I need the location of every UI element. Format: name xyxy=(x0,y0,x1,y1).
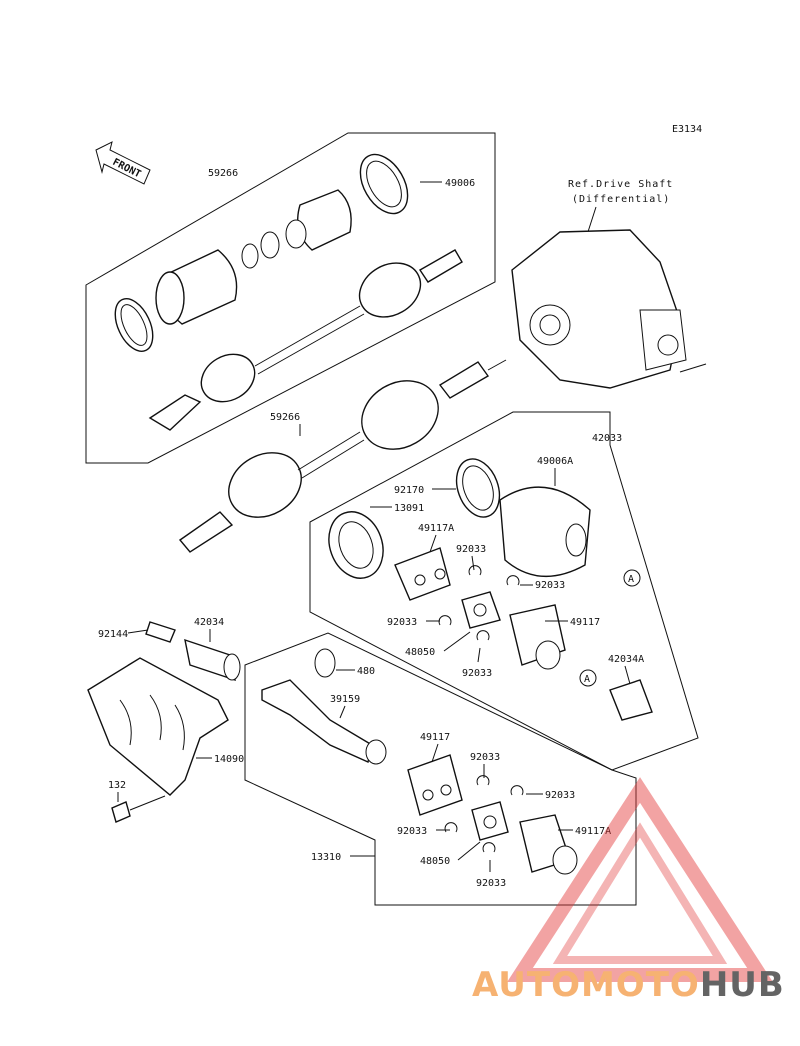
label-92033-f: 92033 xyxy=(545,790,575,801)
watermark-text-1: AUTOMOTO xyxy=(472,965,700,1005)
part-labels: 59266 49006 59266 42033 49006A 92170 130… xyxy=(98,168,644,889)
kit-frame-13310 xyxy=(244,632,637,906)
watermark-logo: AUTOMOTOHUB xyxy=(472,777,785,1005)
label-132: 132 xyxy=(108,780,126,791)
ref-line1: Ref.Drive Shaft xyxy=(568,179,673,190)
label-49006A: 49006A xyxy=(537,456,573,467)
label-42034A: 42034A xyxy=(608,654,644,665)
label-92170: 92170 xyxy=(394,485,424,496)
label-39159: 39159 xyxy=(330,694,360,705)
kit-frame-42033 xyxy=(309,411,699,771)
diagram-code: E3134 xyxy=(672,124,702,135)
label-49117-top: 49117 xyxy=(570,617,600,628)
label-48050-bot: 48050 xyxy=(420,856,450,867)
front-arrow-icon: FRONT xyxy=(95,141,151,185)
label-92033-d: 92033 xyxy=(462,668,492,679)
middle-axle xyxy=(178,359,507,553)
label-92144: 92144 xyxy=(98,629,128,640)
label-92033-e: 92033 xyxy=(470,752,500,763)
watermark-text-2: HUB xyxy=(700,965,785,1005)
lower-left-parts xyxy=(87,621,241,823)
label-48050-top: 48050 xyxy=(405,647,435,658)
label-49006: 49006 xyxy=(445,178,475,189)
upper-axle-parts xyxy=(114,153,463,431)
circle-marker-a1: A xyxy=(628,574,634,585)
differential-housing xyxy=(511,229,707,389)
label-13091: 13091 xyxy=(394,503,424,514)
label-59266-mid: 59266 xyxy=(270,412,300,423)
label-92033-c: 92033 xyxy=(387,617,417,628)
ref-line2: (Differential) xyxy=(572,194,670,205)
label-49117-bot: 49117 xyxy=(420,732,450,743)
kit-frame-upper xyxy=(85,132,496,464)
label-59266-top: 59266 xyxy=(208,168,238,179)
label-92033-h: 92033 xyxy=(476,878,506,889)
label-14090: 14090 xyxy=(214,754,244,765)
label-49117A-bot: 49117A xyxy=(575,826,611,837)
label-92033-a: 92033 xyxy=(456,544,486,555)
label-49117A-top: 49117A xyxy=(418,523,454,534)
circle-marker-a2: A xyxy=(584,674,590,685)
joint-kit-42033 xyxy=(328,458,653,721)
label-42034: 42034 xyxy=(194,617,224,628)
label-13310: 13310 xyxy=(311,852,341,863)
label-92033-g: 92033 xyxy=(397,826,427,837)
label-480: 480 xyxy=(357,666,375,677)
label-92033-b: 92033 xyxy=(535,580,565,591)
label-42033: 42033 xyxy=(592,433,622,444)
svg-text:AUTOMOTOHUB: AUTOMOTOHUB xyxy=(472,965,785,1005)
joint-kit-13310 xyxy=(261,648,578,875)
